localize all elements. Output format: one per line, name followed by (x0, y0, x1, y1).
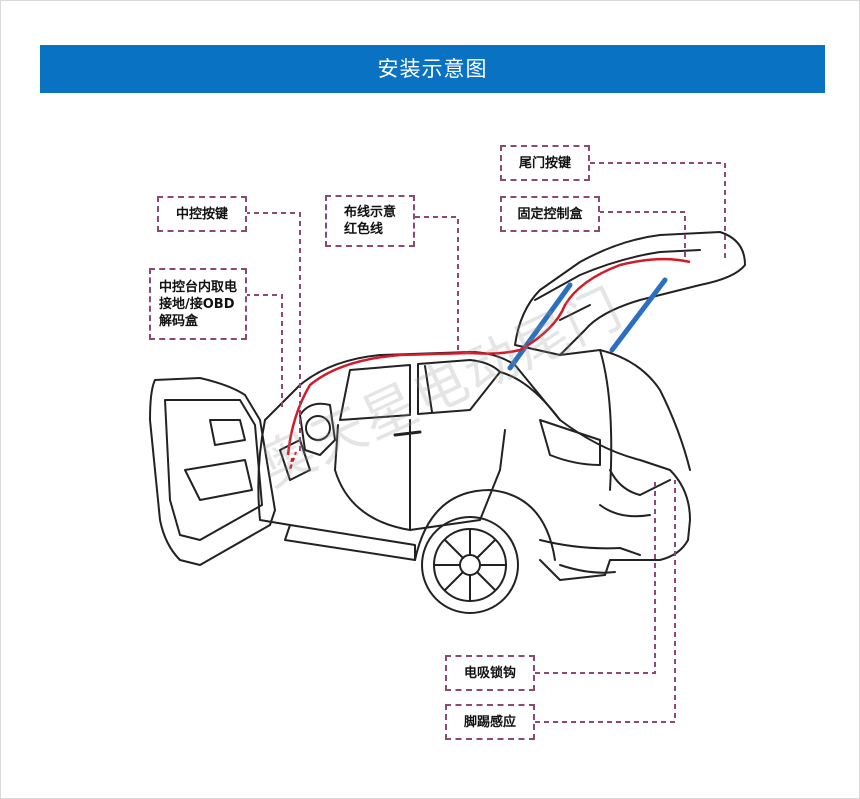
label-control-box: 固定控制盒 (500, 196, 600, 232)
label-center-button: 中控按键 (157, 196, 247, 232)
tailgate-struts (507, 277, 668, 371)
leader-kick (535, 480, 676, 723)
leader-wiring (415, 216, 459, 350)
car-outline (149, 231, 746, 614)
page-title: 安装示意图 (40, 45, 825, 93)
red-wiring (286, 257, 691, 456)
label-tail-button: 尾门按键 (500, 145, 590, 181)
leader-center-button (245, 212, 301, 455)
leader-lines (245, 162, 726, 723)
label-wiring: 布线示意 红色线 (325, 195, 415, 247)
label-obd-box: 中控台内取电 接地/接OBD 解码盒 (149, 268, 247, 340)
label-kick-sensor: 脚踢感应 (445, 704, 535, 740)
label-latch: 电吸锁钩 (445, 655, 535, 691)
leader-tail-button (590, 162, 726, 262)
right-strut (609, 277, 668, 353)
leader-control-box (590, 211, 686, 258)
leader-latch (535, 480, 656, 674)
left-strut (507, 282, 573, 371)
leader-obd (245, 294, 283, 410)
red-wiring-dash (289, 451, 297, 471)
